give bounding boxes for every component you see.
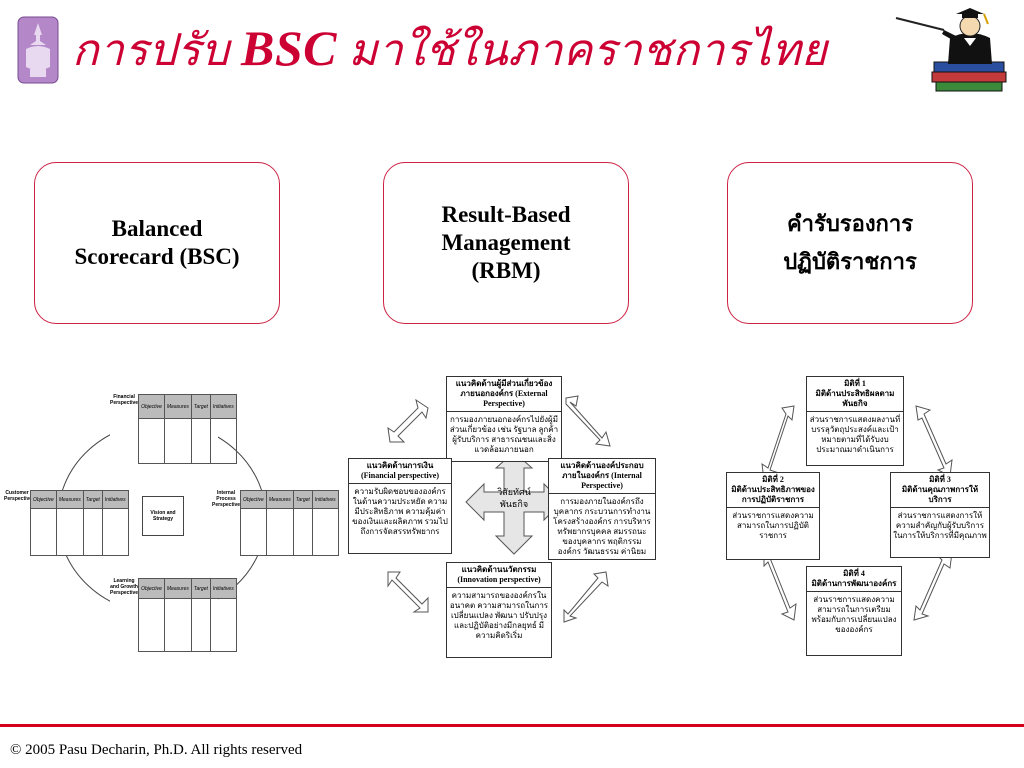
column-header: Objective [138, 394, 165, 419]
column-header: Initiatives [311, 490, 339, 509]
double-arrow-icon [565, 395, 611, 447]
box-heading: แนวคิดด้านการเงิน (Financial perspective… [349, 459, 451, 484]
box-body: การมองภายในองค์กรถึงบุคลากร กระบวนการทำง… [553, 497, 651, 559]
title-suffix: มาใช้ในภาคราชการไทย [337, 26, 828, 75]
dimension-number: มิติที่ 2 [762, 475, 784, 484]
innovation-perspective-box: แนวคิดด้านนวัตกรรม (Innovation perspecti… [446, 562, 552, 658]
financial-perspective-box: แนวคิดด้านการเงิน (Financial perspective… [348, 458, 452, 554]
dimension-number: มิติที่ 4 [843, 569, 865, 578]
internal-perspective-box: แนวคิดด้านองค์ประกอบภายในองค์กร (Interna… [548, 458, 656, 560]
dimension-number: มิติที่ 1 [844, 379, 866, 388]
column-header: Measures [163, 394, 192, 419]
dimension-title: มิติด้านประสิทธิผลตามพันธกิจ [815, 389, 895, 408]
column-header: Objective [240, 490, 267, 509]
box-body: ส่วนราชการแสดงความสามารถในการเตรียมพร้อม… [811, 595, 897, 634]
box-body: ส่วนราชการแสดงการให้ความสำคัญกับผู้รับบร… [893, 511, 987, 540]
card-line: Result-Based [441, 202, 571, 227]
card-line: (RBM) [471, 258, 541, 283]
box-heading: แนวคิดด้านองค์ประกอบภายในองค์กร (Interna… [549, 459, 655, 494]
learning-perspective-box: Learning and Growth Perspective Objectiv… [110, 578, 237, 652]
box-body: ส่วนราชการแสดงผลงานที่บรรลุวัตถุประสงค์แ… [809, 415, 901, 454]
dimension-title: มิติด้านคุณภาพการให้บริการ [901, 485, 979, 504]
column-header: Target [190, 394, 211, 419]
card-line: ปฏิบัติราชการ [783, 249, 917, 274]
column-header: Measures [163, 578, 192, 599]
column-header: Initiatives [101, 490, 129, 509]
copyright-text: © 2005 Pasu Decharin, Ph.D. All rights r… [10, 742, 303, 758]
card-line: Scorecard (BSC) [74, 244, 240, 269]
professor-clipart-icon [895, 8, 1007, 92]
double-arrow-icon [387, 571, 429, 613]
column-header: Target [190, 578, 211, 599]
double-arrow-icon [387, 398, 429, 443]
perspective-label: Learning and Growth Perspective [110, 578, 139, 596]
dimension-title: มิติด้านประสิทธิภาพของการปฏิบัติราชการ [731, 485, 815, 504]
title-prefix: การปรับ [72, 26, 241, 75]
double-arrow-icon [761, 405, 795, 481]
double-arrow-icon [915, 405, 953, 477]
agreement-card: คำรับรองการ ปฏิบัติราชการ [727, 162, 973, 324]
double-arrow-icon [763, 551, 797, 621]
agreement-arrows [761, 405, 953, 621]
double-arrow-icon [563, 571, 609, 623]
box-heading: แนวคิดด้านนวัตกรรม (Innovation perspecti… [447, 563, 551, 588]
column-header: Objective [138, 578, 165, 599]
box-body: ความรับผิดชอบขององค์กรในด้านความประหยัด … [352, 487, 448, 536]
column-header: Measures [265, 490, 294, 509]
page-title: การปรับ BSC มาใช้ในภาคราชการไทย [72, 15, 827, 85]
card-line: คำรับรองการ [786, 211, 914, 236]
rbm-arrows [387, 395, 611, 623]
column-header: Initiatives [209, 394, 237, 419]
header: การปรับ BSC มาใช้ในภาคราชการไทย [16, 14, 827, 86]
column-header: Measures [55, 490, 84, 509]
box-body: ความสามารถขององค์กรในอนาคต ความสามารถในก… [449, 591, 549, 640]
perspective-label: Financial Perspective [110, 394, 139, 406]
rbm-card: Result-Based Management (RBM) [383, 162, 629, 324]
card-line: Balanced [111, 216, 203, 241]
dimension-number: มิติที่ 3 [929, 475, 951, 484]
dimension-title: มิติด้านการพัฒนาองค์กร [811, 579, 897, 588]
university-emblem-icon [17, 16, 59, 84]
box-body: การมองภายนอกองค์กรไปยังผู้มีส่วนเกี่ยวข้… [449, 415, 559, 454]
rbm-diagram: วิสัยทัศน์ พันธกิจ แนวคิดด้านผู้มีส่วนเก… [344, 372, 662, 662]
title-bsc: BSC [240, 20, 337, 76]
box-heading: แนวคิดด้านผู้มีส่วนเกี่ยวข้องภายนอกองค์ก… [447, 377, 561, 412]
double-arrow-icon [913, 551, 953, 621]
card-line: Management [441, 230, 571, 255]
column-header: Objective [30, 490, 57, 509]
column-header: Initiatives [209, 578, 237, 599]
box-body: ส่วนราชการแสดงความสามารถในการปฏิบัติราชก… [732, 511, 814, 540]
perspective-label: Customer Perspective [4, 490, 33, 502]
external-perspective-box: แนวคิดด้านผู้มีส่วนเกี่ยวข้องภายนอกองค์ก… [446, 376, 562, 462]
vision-strategy-box: Vision and Strategy [142, 496, 184, 536]
footer-divider [0, 724, 1024, 727]
column-header: Target [292, 490, 313, 509]
column-header: Target [82, 490, 103, 509]
bsc-card: Balanced Scorecard (BSC) [34, 162, 280, 324]
perspective-label: Internal Process Perspective [212, 490, 241, 508]
vision-mission-label: วิสัยทัศน์ พันธกิจ [486, 486, 542, 510]
four-way-arrow-icon [465, 451, 563, 555]
vision-label: วิสัยทัศน์ [497, 487, 531, 497]
mission-label: พันธกิจ [499, 499, 529, 509]
